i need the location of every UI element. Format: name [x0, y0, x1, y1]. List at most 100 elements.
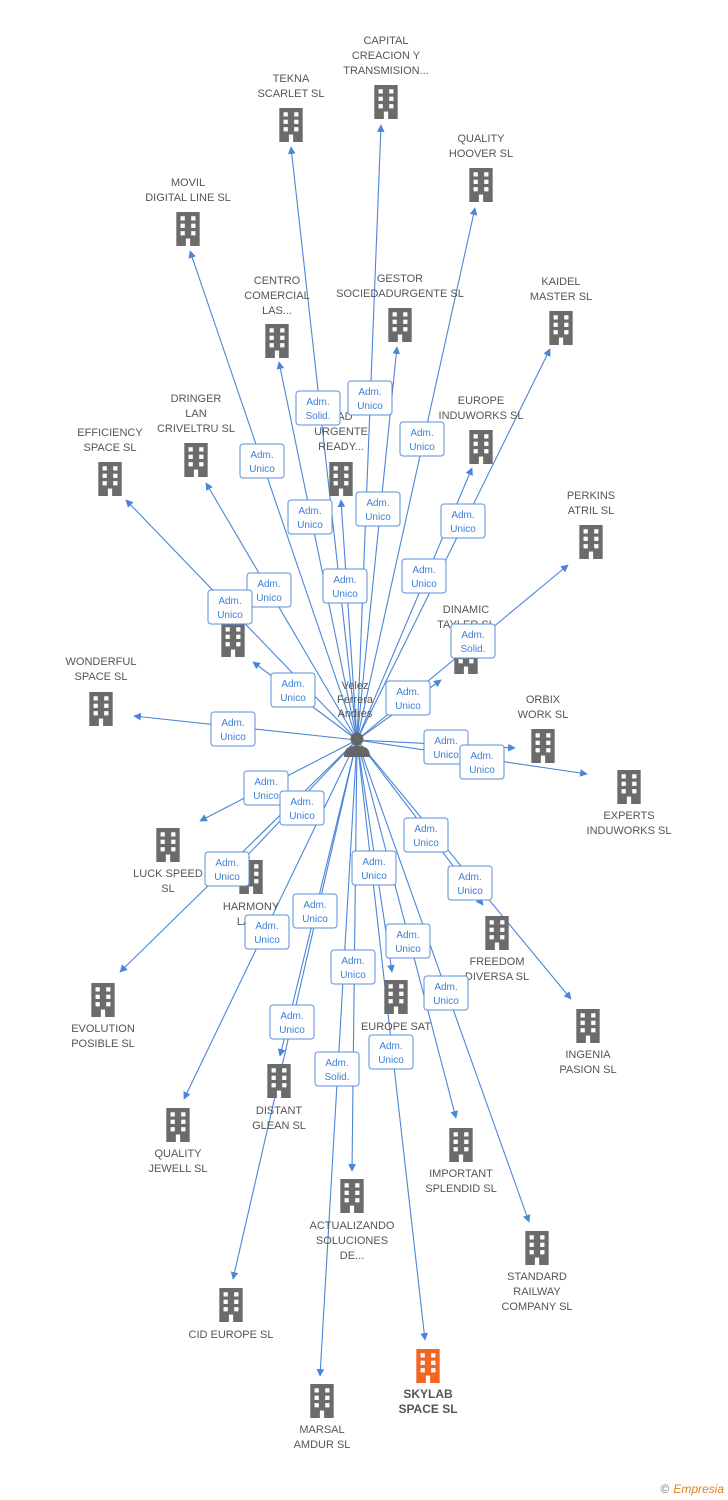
company-node-actualizando[interactable]: ACTUALIZANDOSOLUCIONESDE...	[310, 1179, 395, 1262]
building-icon	[384, 980, 408, 1014]
role-badge-skylab[interactable]: Adm.Unico	[368, 1034, 414, 1070]
role-badge-box	[385, 923, 431, 959]
role-badge-dad-urgente[interactable]: Adm.Unico	[322, 568, 368, 604]
company-label-line: JEWELL SL	[149, 1163, 208, 1175]
role-badge-cid[interactable]: Adm. Unico	[269, 1004, 315, 1040]
role-badge-ingenia[interactable]: Adm.Unico	[403, 817, 449, 853]
role-badge-a-node[interactable]: Adm.Unico	[270, 672, 316, 708]
role-badge-europe-induworks[interactable]: Adm.Unico	[401, 558, 447, 594]
role-badge-box	[440, 503, 486, 539]
role-badge-important[interactable]: Adm.Unico	[385, 923, 431, 959]
copyright-symbol: ©	[660, 1482, 670, 1496]
center-person[interactable]: Velez Ferrera Andres	[337, 680, 374, 757]
role-badge-distant[interactable]: Adm.Unico	[292, 893, 338, 929]
company-label-line: SPLENDID SL	[425, 1183, 497, 1195]
brand-logo: Empresia	[673, 1482, 724, 1496]
role-badge-centro[interactable]: Adm. Unico	[287, 499, 333, 535]
role-badge-box	[347, 380, 393, 416]
company-label-line: TRANSMISION...	[343, 65, 429, 77]
role-text-line: Unico	[217, 610, 243, 621]
role-text-line: Adm.	[458, 872, 481, 883]
role-badge-freedom[interactable]: Adm.Unico	[447, 865, 493, 901]
role-badge-europe-sat[interactable]: Adm.Unico	[351, 850, 397, 886]
building-icon	[310, 1384, 334, 1418]
role-badge-actualizando[interactable]: Adm.Unico	[330, 949, 376, 985]
person-name-line-3: Andres	[338, 708, 373, 720]
role-badge-movil[interactable]: Adm.Unico	[239, 443, 285, 479]
role-badge-quality-jewell[interactable]: Adm.Unico	[244, 914, 290, 950]
company-label-line: SKYLAB	[403, 1387, 453, 1401]
role-badge-perkins[interactable]: Adm.Solid.	[450, 623, 496, 659]
company-label-line: RAILWAY	[513, 1286, 561, 1298]
role-badge-capital[interactable]: Adm.Unico	[347, 380, 393, 416]
building-icon	[265, 324, 289, 358]
company-label-line: EVOLUTION	[71, 1023, 135, 1035]
role-badge-box	[270, 672, 316, 708]
role-badge-standard[interactable]: Adm.Unico	[423, 975, 469, 1011]
company-label-line: LUCK SPEED	[133, 868, 203, 880]
role-badge-evolution[interactable]: Adm.Unico	[204, 851, 250, 887]
company-node-europe-sat[interactable]: EUROPE SAT	[361, 980, 431, 1033]
role-text-line: Solid.	[324, 1072, 349, 1083]
role-badge-orbix[interactable]: Adm.Unico	[423, 729, 469, 765]
role-text-line: Adm.	[306, 397, 329, 408]
role-text-line: Adm.	[254, 777, 277, 788]
company-node-centro[interactable]: CENTROCOMERCIALLAS...	[244, 275, 310, 358]
role-badge-efficiency[interactable]: Adm.Unico	[207, 589, 253, 625]
role-badge-tekna[interactable]: Adm.Solid.	[295, 390, 341, 426]
company-label-line: KAIDEL	[541, 276, 580, 288]
role-badge-luck[interactable]: Adm.Unico	[243, 770, 289, 806]
company-node-cid[interactable]: CID EUROPE SL	[189, 1288, 274, 1341]
company-label-line: CENTRO	[254, 275, 301, 287]
role-badge-box	[269, 1004, 315, 1040]
person-name-line-2: Ferrera	[337, 694, 374, 706]
role-badge-dringer[interactable]: Adm.Unico	[246, 572, 292, 608]
footer-credit[interactable]: ©Empresia	[660, 1482, 724, 1496]
building-icon	[469, 430, 493, 464]
role-text-line: Adm.	[221, 718, 244, 729]
role-badge-box	[351, 850, 397, 886]
role-badge-marsal[interactable]: Adm. Solid.	[314, 1051, 360, 1087]
role-badge-dinamic[interactable]: Adm.Unico	[385, 680, 431, 716]
company-label-line: COMERCIAL	[244, 290, 309, 302]
role-badge-experts[interactable]: Adm.Unico	[459, 744, 505, 780]
role-badge-quality-hoover[interactable]: Adm.Unico	[399, 421, 445, 457]
role-text-line: Adm.	[325, 1058, 348, 1069]
role-badge-harmony[interactable]: Adm.Unico	[279, 790, 325, 826]
company-label-line: EUROPE SAT	[361, 1021, 431, 1033]
role-badge-kaidel[interactable]: Adm.Unico	[440, 503, 486, 539]
role-badge-wonderful[interactable]: Adm.Unico	[210, 711, 256, 747]
role-text-line: Unico	[297, 520, 323, 531]
edge-kaidel	[356, 348, 551, 741]
role-text-line: Adm.	[298, 506, 321, 517]
role-badge-gestor[interactable]: Adm.Unico	[355, 491, 401, 527]
role-badge-box	[314, 1051, 360, 1087]
role-text-line: Unico	[279, 1025, 305, 1036]
company-label-line: PERKINS	[567, 490, 615, 502]
role-text-line: Adm.	[396, 687, 419, 698]
role-text-line: Adm.	[280, 1011, 303, 1022]
